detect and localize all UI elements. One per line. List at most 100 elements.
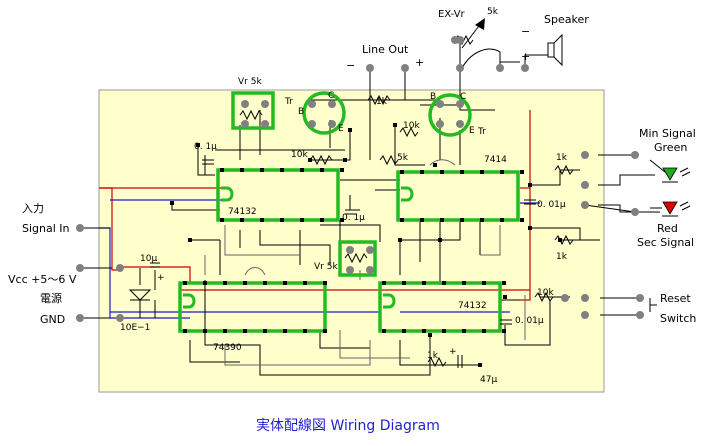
green-label: Green (654, 141, 687, 154)
ic-pin (223, 329, 227, 333)
ic-pin (480, 218, 484, 222)
ic-pin (482, 329, 486, 333)
terminals (76, 36, 644, 322)
r1k-b-label: 1k (556, 252, 568, 262)
ic-pin (263, 281, 267, 285)
line-out-minus: − (346, 59, 355, 72)
ic2-label: 7414 (484, 155, 507, 165)
signal-in-label: Signal In (22, 222, 70, 235)
ic3-label: 74390 (213, 343, 242, 353)
ic4-label: 74132 (458, 301, 487, 311)
terminal-pad (436, 120, 444, 128)
c001u-b-label: 0. 01μ (515, 316, 544, 326)
terminal-pad (76, 314, 84, 322)
speaker-icon (547, 33, 563, 67)
ic-pin (520, 170, 524, 174)
ic-pin (460, 170, 464, 174)
ic-pin (520, 218, 524, 222)
terminal-pad (308, 120, 316, 128)
solder-point (528, 183, 532, 187)
tr-right-b: B (430, 92, 436, 102)
vr5k-top-box (231, 91, 275, 130)
resistor-5k (379, 154, 399, 166)
ic-pin (440, 218, 444, 222)
terminal-pad (636, 311, 644, 319)
ic-74132-left: 74132 (216, 168, 340, 222)
tr-left-c: C (328, 91, 334, 101)
ic-pin (220, 218, 224, 222)
ic-pin (420, 170, 424, 174)
solder-point (433, 163, 437, 167)
terminal-pad (496, 64, 504, 72)
ic-pin (500, 170, 504, 174)
ic-pin (283, 329, 287, 333)
transistor-left-ring (302, 91, 346, 135)
secondary-wires (204, 159, 526, 366)
cap-0.1u-b (345, 209, 357, 215)
ic-pin (502, 281, 506, 285)
ic-pin (203, 329, 207, 333)
led-green (662, 167, 691, 183)
ic-pin (320, 218, 324, 222)
cap-0.01u-b (500, 319, 512, 325)
terminal-pad (451, 36, 459, 44)
solder-point (188, 238, 192, 242)
reset-switch-icon (649, 298, 657, 312)
ic-pin (440, 170, 444, 174)
ic-pin (260, 218, 264, 222)
terminal-pad (581, 181, 589, 189)
ic1-label: 74132 (228, 207, 257, 217)
ic-pin (183, 329, 187, 333)
resistor-1k-bottom (427, 356, 447, 368)
switch-label: Switch (660, 312, 696, 325)
ic-pin (223, 281, 227, 285)
terminal-pad (76, 224, 84, 232)
resistor-10k-top (399, 126, 419, 138)
r1k-a-label: 1k (556, 153, 568, 163)
ic-pin (220, 168, 224, 172)
cap-10u (139, 262, 160, 275)
speaker-label: Speaker (544, 13, 589, 26)
resistor-1k-b (554, 234, 574, 246)
cap-0.1u-a (202, 159, 214, 165)
red-label: Red (657, 222, 678, 235)
terminal-pad (631, 151, 639, 159)
solder-point (393, 123, 397, 127)
reset-label: Reset (660, 292, 691, 305)
ic-pin (280, 168, 284, 172)
ic-pin (260, 168, 264, 172)
gnd-label: GND (40, 313, 65, 326)
r10k-left-label: 10k (291, 150, 308, 160)
ic-pin (500, 218, 504, 222)
line-out-label: Line Out (362, 43, 409, 56)
c01u-a-label: 0. 1μ (194, 142, 217, 152)
terminal-pad (308, 100, 316, 108)
vr5k-top-label: Vr 5k (238, 77, 262, 87)
terminal-pad (456, 64, 464, 72)
ic-pin (300, 218, 304, 222)
solder-point (438, 238, 442, 242)
power-ja-label: 電源 (40, 291, 62, 305)
ic-pin (323, 329, 327, 333)
ex-vr-label: EX-Vr (438, 9, 466, 20)
ic-pin (382, 329, 386, 333)
ic-pin (402, 329, 406, 333)
terminal-pad (521, 64, 529, 72)
terminal-pad (116, 314, 124, 322)
power-wires (99, 110, 531, 301)
transistor-right-ring (428, 93, 472, 137)
c01u-b-label: 0. 1μ (342, 213, 365, 223)
resistors (239, 34, 574, 368)
vr5k-top-track (239, 109, 263, 121)
terminal-pad (241, 100, 249, 108)
cap-47u (457, 355, 463, 368)
terminal-pad (561, 294, 569, 302)
terminal-pad (581, 311, 589, 319)
tr-right-label: Tr (477, 127, 486, 137)
diode-label: 10E−1 (120, 323, 150, 333)
ic-pin (303, 281, 307, 285)
tr-left-b: B (298, 107, 304, 117)
terminal-pad (581, 151, 589, 159)
ic-pin (283, 281, 287, 285)
